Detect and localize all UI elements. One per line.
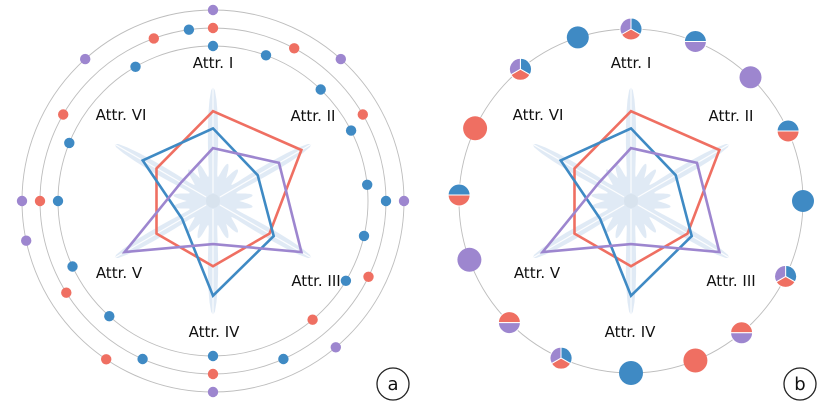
panel-a: [16, 4, 410, 398]
panel-b-glyph-4-segment-blue: [776, 119, 800, 132]
panel-a-spoke-2: [219, 142, 315, 198]
panel-a-outer-dot-21: [207, 386, 219, 398]
panel-a-series-red-polygon: [155, 109, 304, 268]
panel-b-glyph-10: [549, 346, 573, 370]
panel-b-glyph-8: [683, 348, 708, 373]
panel-a-outer-dot-14: [363, 271, 374, 282]
panel-a-outer-dot-20: [207, 368, 219, 380]
panel-a-label-attr-3: Attr. III: [291, 272, 340, 290]
panel-b-label-attr-5: Attr. V: [514, 264, 561, 282]
panel-a-label-attr-2: Attr. II: [291, 107, 336, 125]
panel-b: [447, 17, 814, 385]
panel-a-spoke-6: [111, 142, 207, 198]
panel-b-glyph-12: [457, 247, 482, 272]
panel-a-outer-dot-17: [330, 342, 341, 353]
panel-b-glyph-7-segment-purple: [730, 332, 754, 345]
panel-a-outer-dot-11: [380, 195, 392, 207]
panel-a-outer-dot-26: [67, 261, 78, 272]
panel-b-glyph-14: [463, 116, 488, 141]
panel-a-badge-label: a: [387, 374, 398, 395]
panel-b-series-red-polygon: [573, 109, 722, 268]
panel-b-glyph-15-segment-purple: [508, 57, 521, 76]
panel-b-glyph-11-segment-purple: [497, 322, 521, 335]
panel-a-outer-dot-27: [21, 235, 32, 246]
panel-b-glyph-3: [739, 66, 762, 89]
panel-a-outer-dot-36: [183, 24, 195, 35]
panel-a-outer-dot-8: [357, 109, 368, 120]
panel-b-label-attr-3: Attr. III: [706, 272, 755, 290]
panel-b-glyph-7: [730, 321, 754, 345]
panel-b-glyph-11-segment-red: [497, 311, 521, 324]
panel-b-glyph-5: [792, 190, 814, 212]
panel-a-series-blue-polygon: [140, 126, 276, 298]
panel-a-outer-dot-25: [61, 287, 72, 298]
panel-b-glyph-4: [776, 119, 800, 143]
panel-a-outer-dot-9: [345, 125, 357, 136]
panel-b-glyph-11: [497, 311, 521, 335]
panel-b-glyph-13-segment-red: [447, 194, 471, 207]
panel-a-outer-dot-33: [80, 53, 91, 65]
panel-b-label-attr-2: Attr. II: [709, 107, 754, 125]
panel-a-outer-dot-10: [362, 179, 373, 190]
panel-b-glyph-13: [447, 183, 471, 207]
panel-a-label-attr-5: Attr. V: [96, 264, 143, 282]
panel-b-spoke-6: [529, 142, 625, 198]
panel-a-outer-dot-12: [398, 195, 410, 207]
panel-a-label-attr-1: Attr. I: [193, 54, 234, 72]
panel-a-outer-dot-28: [52, 195, 64, 207]
panel-b-glyph-1: [619, 17, 643, 41]
panel-b-label-attr-1: Attr. I: [611, 54, 652, 72]
panel-a-outer-dot-6: [335, 53, 346, 65]
panel-a-outer-dot-18: [278, 353, 289, 365]
panel-b-glyph-9: [619, 361, 643, 385]
panel-b-series-purple-polygon: [539, 146, 722, 254]
panel-a-outer-dot-22: [137, 353, 148, 365]
panel-b-glyph-6-segment-purple: [774, 264, 787, 283]
panel-a-label-attr-6: Attr. VI: [96, 106, 147, 124]
panel-b-glyph-7-segment-red: [730, 321, 754, 334]
panel-a-outer-dot-31: [64, 137, 75, 149]
panel-b-glyph-4-segment-red: [776, 130, 800, 143]
panel-b-glyph-15: [508, 57, 532, 81]
panel-a-outer-dot-2: [207, 22, 219, 34]
panel-a-label-attr-4: Attr. IV: [189, 323, 241, 341]
panel-a-outer-dot-23: [101, 354, 112, 365]
panel-a-outer-dot-3: [207, 4, 219, 16]
panel-a-outer-dot-4: [260, 50, 272, 61]
panel-b-badge: [783, 367, 817, 401]
panel-b-spoke-2: [637, 142, 733, 198]
panel-a-series-purple-polygon: [121, 146, 304, 254]
panel-a-outer-dot-30: [16, 195, 28, 207]
panel-b-glyph-6: [774, 264, 798, 288]
panel-a-badge: [376, 367, 410, 401]
panel-a-center-dot: [206, 194, 220, 208]
panel-b-series-blue-polygon: [558, 126, 694, 298]
panel-b-glyph-16: [566, 26, 589, 49]
panel-b-glyph-2: [683, 30, 707, 53]
panel-a-outer-dot-16: [307, 314, 318, 325]
panel-b-label-attr-6: Attr. VI: [513, 106, 564, 124]
panel-b-glyph-2-segment-purple: [683, 41, 707, 53]
panel-a-outer-dot-13: [358, 230, 370, 242]
panel-a-outer-dot-24: [104, 311, 115, 322]
panel-a-outer-dot-19: [207, 350, 219, 362]
panel-b-center-dot: [624, 194, 638, 208]
panel-b-label-attr-4: Attr. IV: [605, 323, 657, 341]
panel-a-spoke-3: [219, 204, 315, 260]
panel-a-outer-dot-34: [130, 61, 141, 72]
panel-b-spoke-3: [637, 204, 733, 260]
panel-a-outer-dot-29: [34, 195, 46, 207]
panel-b-glyph-2-segment-blue: [683, 30, 707, 42]
panel-a-outer-dot-15: [340, 275, 352, 286]
panel-a-outer-dot-7: [315, 84, 326, 95]
panel-b-glyph-13-segment-blue: [447, 183, 471, 196]
panel-a-outer-dot-32: [58, 109, 69, 120]
panel-b-glyph-1-segment-purple: [619, 17, 632, 36]
panel-a-outer-dot-1: [207, 40, 219, 52]
panel-a-outer-dot-35: [148, 33, 159, 44]
panel-b-glyph-10-segment-purple: [549, 346, 562, 365]
panel-b-badge-label: b: [794, 374, 805, 395]
panel-a-outer-dot-5: [289, 43, 300, 54]
